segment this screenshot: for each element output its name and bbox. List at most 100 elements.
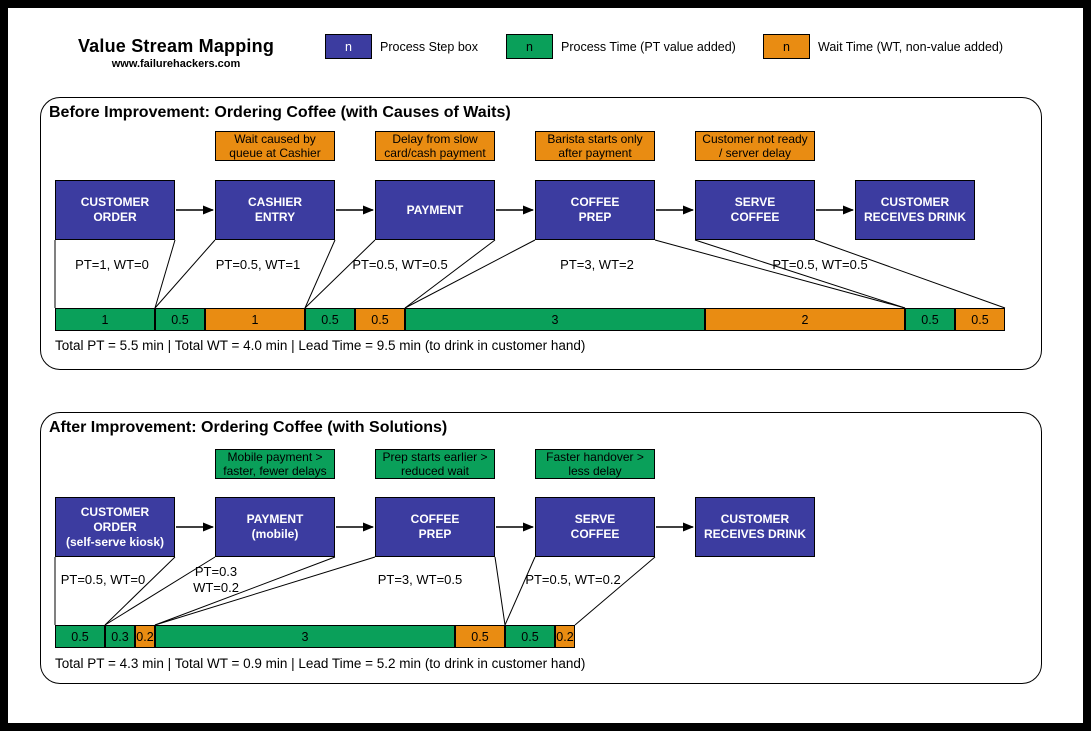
process-step-label: CASHIER — [247, 195, 302, 209]
pt-wt-label-line: PT=0.5, WT=0.5 — [772, 257, 868, 272]
timeline-segment: 3 — [405, 308, 705, 331]
callout-line: faster, fewer delays — [223, 464, 327, 478]
cause-callout-box: Mobile payment >faster, fewer delays — [215, 449, 335, 479]
page-title: Value Stream Mapping — [77, 36, 275, 56]
callout-line: less delay — [568, 464, 622, 478]
after-section-container — [40, 412, 1042, 684]
cause-callout-box: Customer not ready/ server delay — [695, 131, 815, 161]
pt-wt-label: PT=0.5, WT=0.5 — [352, 257, 447, 273]
pt-wt-label: PT=1, WT=0 — [75, 257, 149, 273]
process-step-label: PREP — [578, 210, 612, 224]
timeline-segment: 1 — [55, 308, 155, 331]
process-step-box: PAYMENT(mobile) — [215, 497, 335, 557]
process-step-label: RECEIVES DRINK — [703, 527, 807, 541]
callout-line: Customer not ready — [702, 132, 808, 146]
process-step-label: PREP — [418, 527, 452, 541]
callout-line: / server delay — [718, 146, 792, 160]
legend-item-process-time: n Process Time (PT value added) — [506, 34, 736, 59]
process-time-swatch: n — [506, 34, 553, 59]
pt-wt-label: PT=0.5, WT=0 — [61, 572, 146, 588]
process-step-label: COFFEE — [570, 527, 620, 541]
process-step-label: SERVE — [734, 195, 776, 209]
process-step-label: CUSTOMER — [80, 504, 150, 519]
process-step-label: COFFEE — [730, 210, 780, 224]
callout-line: queue at Cashier — [229, 146, 321, 160]
timeline-segment: 2 — [705, 308, 905, 331]
timeline-segment: 0.5 — [155, 308, 205, 331]
callout-line: Faster handover > — [546, 450, 644, 464]
timeline-segment: 1 — [205, 308, 305, 331]
timeline-segment: 0.5 — [305, 308, 355, 331]
after-totals-text: Total PT = 4.3 min | Total WT = 0.9 min … — [55, 656, 586, 671]
timeline-segment: 0.5 — [55, 625, 105, 648]
pt-wt-label-line: PT=0.3 — [194, 564, 238, 579]
wait-time-swatch: n — [763, 34, 810, 59]
page-subtitle: www.failurehackers.com — [111, 58, 241, 70]
pt-wt-label: PT=0.5, WT=0.5 — [772, 257, 867, 273]
pt-wt-label-line: PT=0.5, WT=0 — [60, 572, 146, 587]
callout-line: Mobile payment > — [227, 450, 323, 464]
process-step-label: CUSTOMER — [880, 195, 950, 209]
pt-wt-label-line: PT=0.5, WT=1 — [215, 257, 301, 272]
process-step-label: ORDER — [93, 210, 137, 224]
process-step-swatch: n — [325, 34, 372, 59]
timeline-segment: 0.5 — [955, 308, 1005, 331]
timeline-segment: 0.3 — [105, 625, 135, 648]
pt-wt-label-line: PT=0.5, WT=0.2 — [525, 572, 621, 587]
process-step-label: COFFEE — [570, 195, 620, 209]
callout-line: Barista starts only — [547, 132, 643, 146]
legend-item-wait-time: n Wait Time (WT, non-value added) — [763, 34, 1003, 59]
process-step-label: ORDER — [93, 519, 137, 534]
legend-label: Wait Time (WT, non-value added) — [818, 39, 1004, 54]
pt-wt-label: PT=0.5, WT=0.2 — [525, 572, 620, 588]
process-step-label: (self-serve kiosk) — [65, 534, 165, 549]
legend-label: Process Time (PT value added) — [561, 39, 736, 54]
process-step-label: PAYMENT — [406, 202, 464, 217]
pt-wt-label-line: PT=0.5, WT=0.5 — [352, 257, 448, 272]
before-section-title: Before Improvement: Ordering Coffee (wit… — [49, 104, 511, 121]
callout-line: after payment — [558, 146, 632, 160]
cause-callout-box: Faster handover >less delay — [535, 449, 655, 479]
process-step-label: PAYMENT — [246, 512, 304, 526]
timeline-segment: 0.5 — [505, 625, 555, 648]
process-step-label: SERVE — [574, 512, 616, 526]
legend-label: Process Step box — [380, 39, 478, 54]
before-totals-text: Total PT = 5.5 min | Total WT = 4.0 min … — [55, 338, 586, 353]
pt-wt-label-line: PT=1, WT=0 — [75, 257, 149, 272]
pt-wt-label-line: PT=3, WT=2 — [560, 257, 634, 272]
pt-wt-label-line: WT=0.2 — [193, 580, 239, 595]
pt-wt-label: PT=0.5, WT=1 — [216, 257, 301, 273]
before-section-container — [40, 97, 1042, 370]
process-step-box: PAYMENT — [375, 180, 495, 240]
process-step-label: ENTRY — [254, 210, 296, 224]
timeline-segment: 0.5 — [455, 625, 505, 648]
timeline-segment: 0.2 — [135, 625, 155, 648]
process-step-label: COFFEE — [410, 512, 460, 526]
cause-callout-box: Prep starts earlier >reduced wait — [375, 449, 495, 479]
timeline-segment: 0.2 — [555, 625, 575, 648]
pt-wt-label: PT=3, WT=0.5 — [378, 572, 463, 588]
timeline-segment: 0.5 — [355, 308, 405, 331]
pt-wt-label: PT=3, WT=2 — [560, 257, 634, 273]
after-section-title: After Improvement: Ordering Coffee (with… — [49, 419, 448, 436]
callout-line: Wait caused by — [234, 132, 316, 146]
process-step-label: CUSTOMER — [80, 195, 150, 209]
process-step-label: CUSTOMER — [720, 512, 790, 526]
process-step-label: RECEIVES DRINK — [863, 210, 967, 224]
pt-wt-label-line: PT=3, WT=0.5 — [377, 572, 463, 587]
callout-line: reduced wait — [400, 464, 470, 478]
process-step-label: (mobile) — [251, 527, 299, 541]
timeline-segment: 3 — [155, 625, 455, 648]
